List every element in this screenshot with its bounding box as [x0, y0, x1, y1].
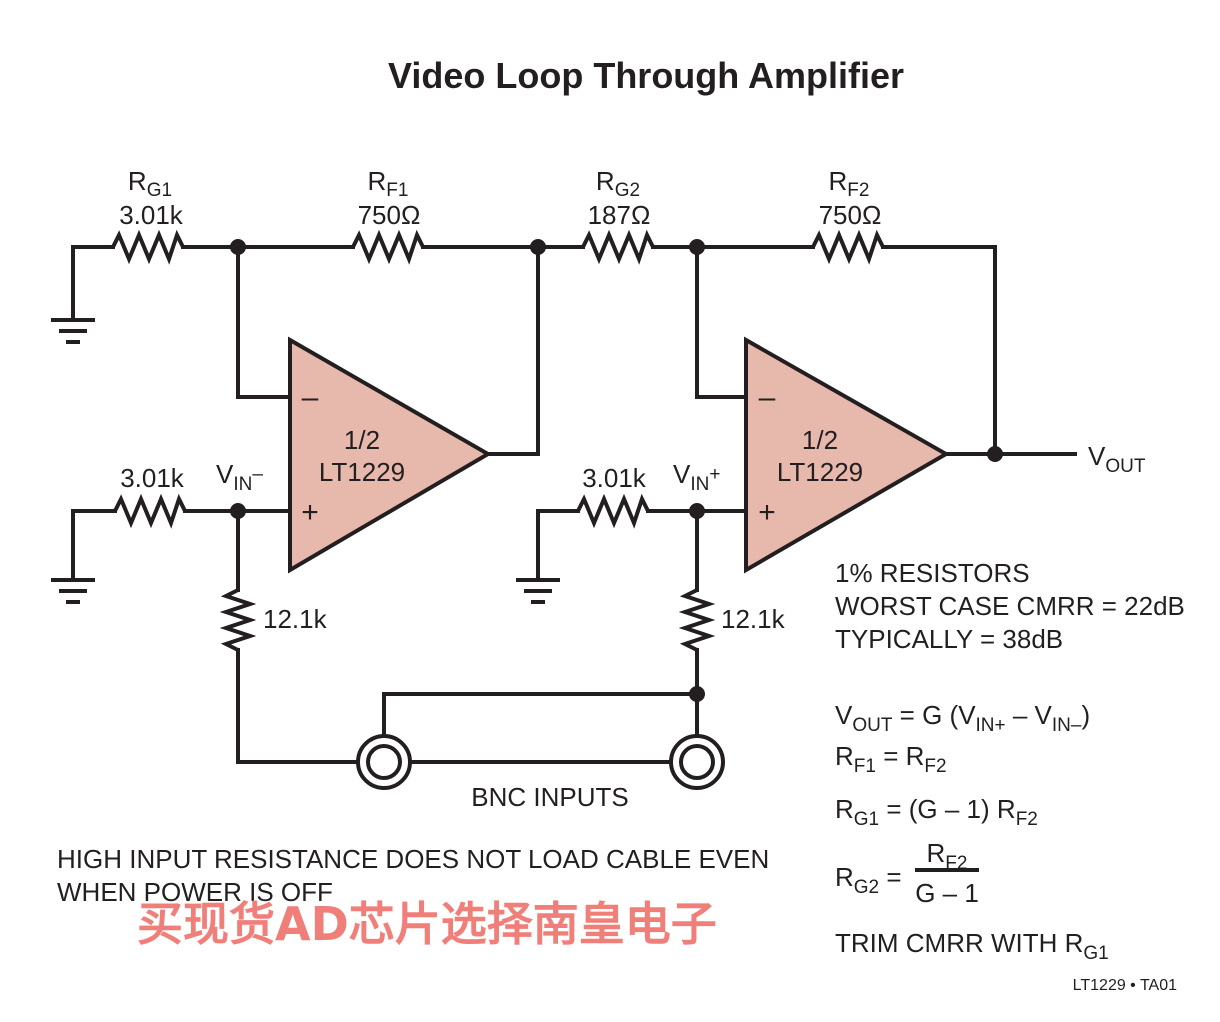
- vout-label: VOUT: [1088, 441, 1146, 477]
- vin-plus-label: VIN+: [673, 459, 720, 495]
- equation-trim: TRIM CMRR WITH RG1: [835, 928, 1109, 964]
- figure-id: LT1229 • TA01: [1073, 977, 1177, 994]
- vin-minus-label: VIN–: [216, 459, 263, 495]
- resistor-shunt-right: [678, 588, 716, 652]
- resistor-rg1: [111, 229, 185, 265]
- bnc-connector-left: [356, 734, 412, 790]
- note-input-line-1: HIGH INPUT RESISTANCE DOES NOT LOAD CABL…: [57, 844, 769, 874]
- rf2-name: RF2: [829, 166, 870, 201]
- rf1-name: RF1: [368, 166, 409, 201]
- resistor-rf1: [351, 229, 425, 265]
- resistor-rg2: [581, 229, 655, 265]
- opamp-right-minus: –: [759, 381, 776, 414]
- opamp-right-plus: +: [758, 496, 776, 529]
- opamp-left-label-2: LT1229: [319, 457, 405, 487]
- opamp-left: [288, 336, 492, 574]
- bnc-inputs-label: BNC INPUTS: [471, 782, 628, 812]
- opamp-left-label-1: 1/2: [344, 425, 380, 455]
- note-resistors: 1% RESISTORS: [835, 558, 1030, 588]
- equation-rg2-denominator: G – 1: [915, 878, 979, 908]
- resistor-rf2: [811, 229, 885, 265]
- opamp-right-label-1: 1/2: [802, 425, 838, 455]
- equation-rg2: RG2 =: [835, 862, 902, 898]
- rf1-value: 750Ω: [358, 200, 421, 230]
- equation-rf: RF1 = RF2: [835, 741, 947, 777]
- resistor-in-left: [113, 493, 187, 529]
- rf2-value: 750Ω: [819, 200, 882, 230]
- resistor-shunt-left: [219, 588, 257, 652]
- rg2-name: RG2: [596, 166, 640, 201]
- ground-top-left: [51, 318, 95, 344]
- left-input-wires: [71, 509, 699, 764]
- top-wires: [71, 245, 1077, 456]
- junction-dots: [230, 239, 1003, 702]
- watermark-text: 买现货AD芯片选择南皇电子: [137, 897, 717, 951]
- opamp-right: [744, 336, 951, 574]
- note-input-line-2: WHEN POWER IS OFF: [57, 877, 333, 907]
- rg1-name: RG1: [128, 166, 172, 201]
- note-cmrr-typical: TYPICALLY = 38dB: [835, 624, 1063, 654]
- note-cmrr-worst: WORST CASE CMRR = 22dB: [835, 591, 1185, 621]
- opamp-left-plus: +: [301, 496, 319, 529]
- r-shunt-right-value: 12.1k: [721, 604, 786, 634]
- rg1-value: 3.01k: [119, 200, 184, 230]
- equation-vout: VOUT = G (VIN+ – VIN–): [835, 700, 1090, 736]
- opamp-right-label-2: LT1229: [777, 457, 863, 487]
- resistor-in-right: [576, 493, 650, 529]
- r-shunt-left-value: 12.1k: [263, 604, 328, 634]
- diagram-title: Video Loop Through Amplifier: [388, 55, 904, 96]
- bnc-connector-right: [669, 734, 725, 790]
- ground-bottom-left: [51, 578, 95, 604]
- r-in-right-value: 3.01k: [582, 463, 647, 493]
- rg2-value: 187Ω: [588, 200, 651, 230]
- ground-bottom-right: [516, 578, 560, 604]
- equation-rg1: RG1 = (G – 1) RF2: [835, 794, 1038, 830]
- opamp-left-minus: –: [302, 381, 319, 414]
- right-input-wires: [536, 509, 748, 740]
- r-in-left-value: 3.01k: [120, 463, 185, 493]
